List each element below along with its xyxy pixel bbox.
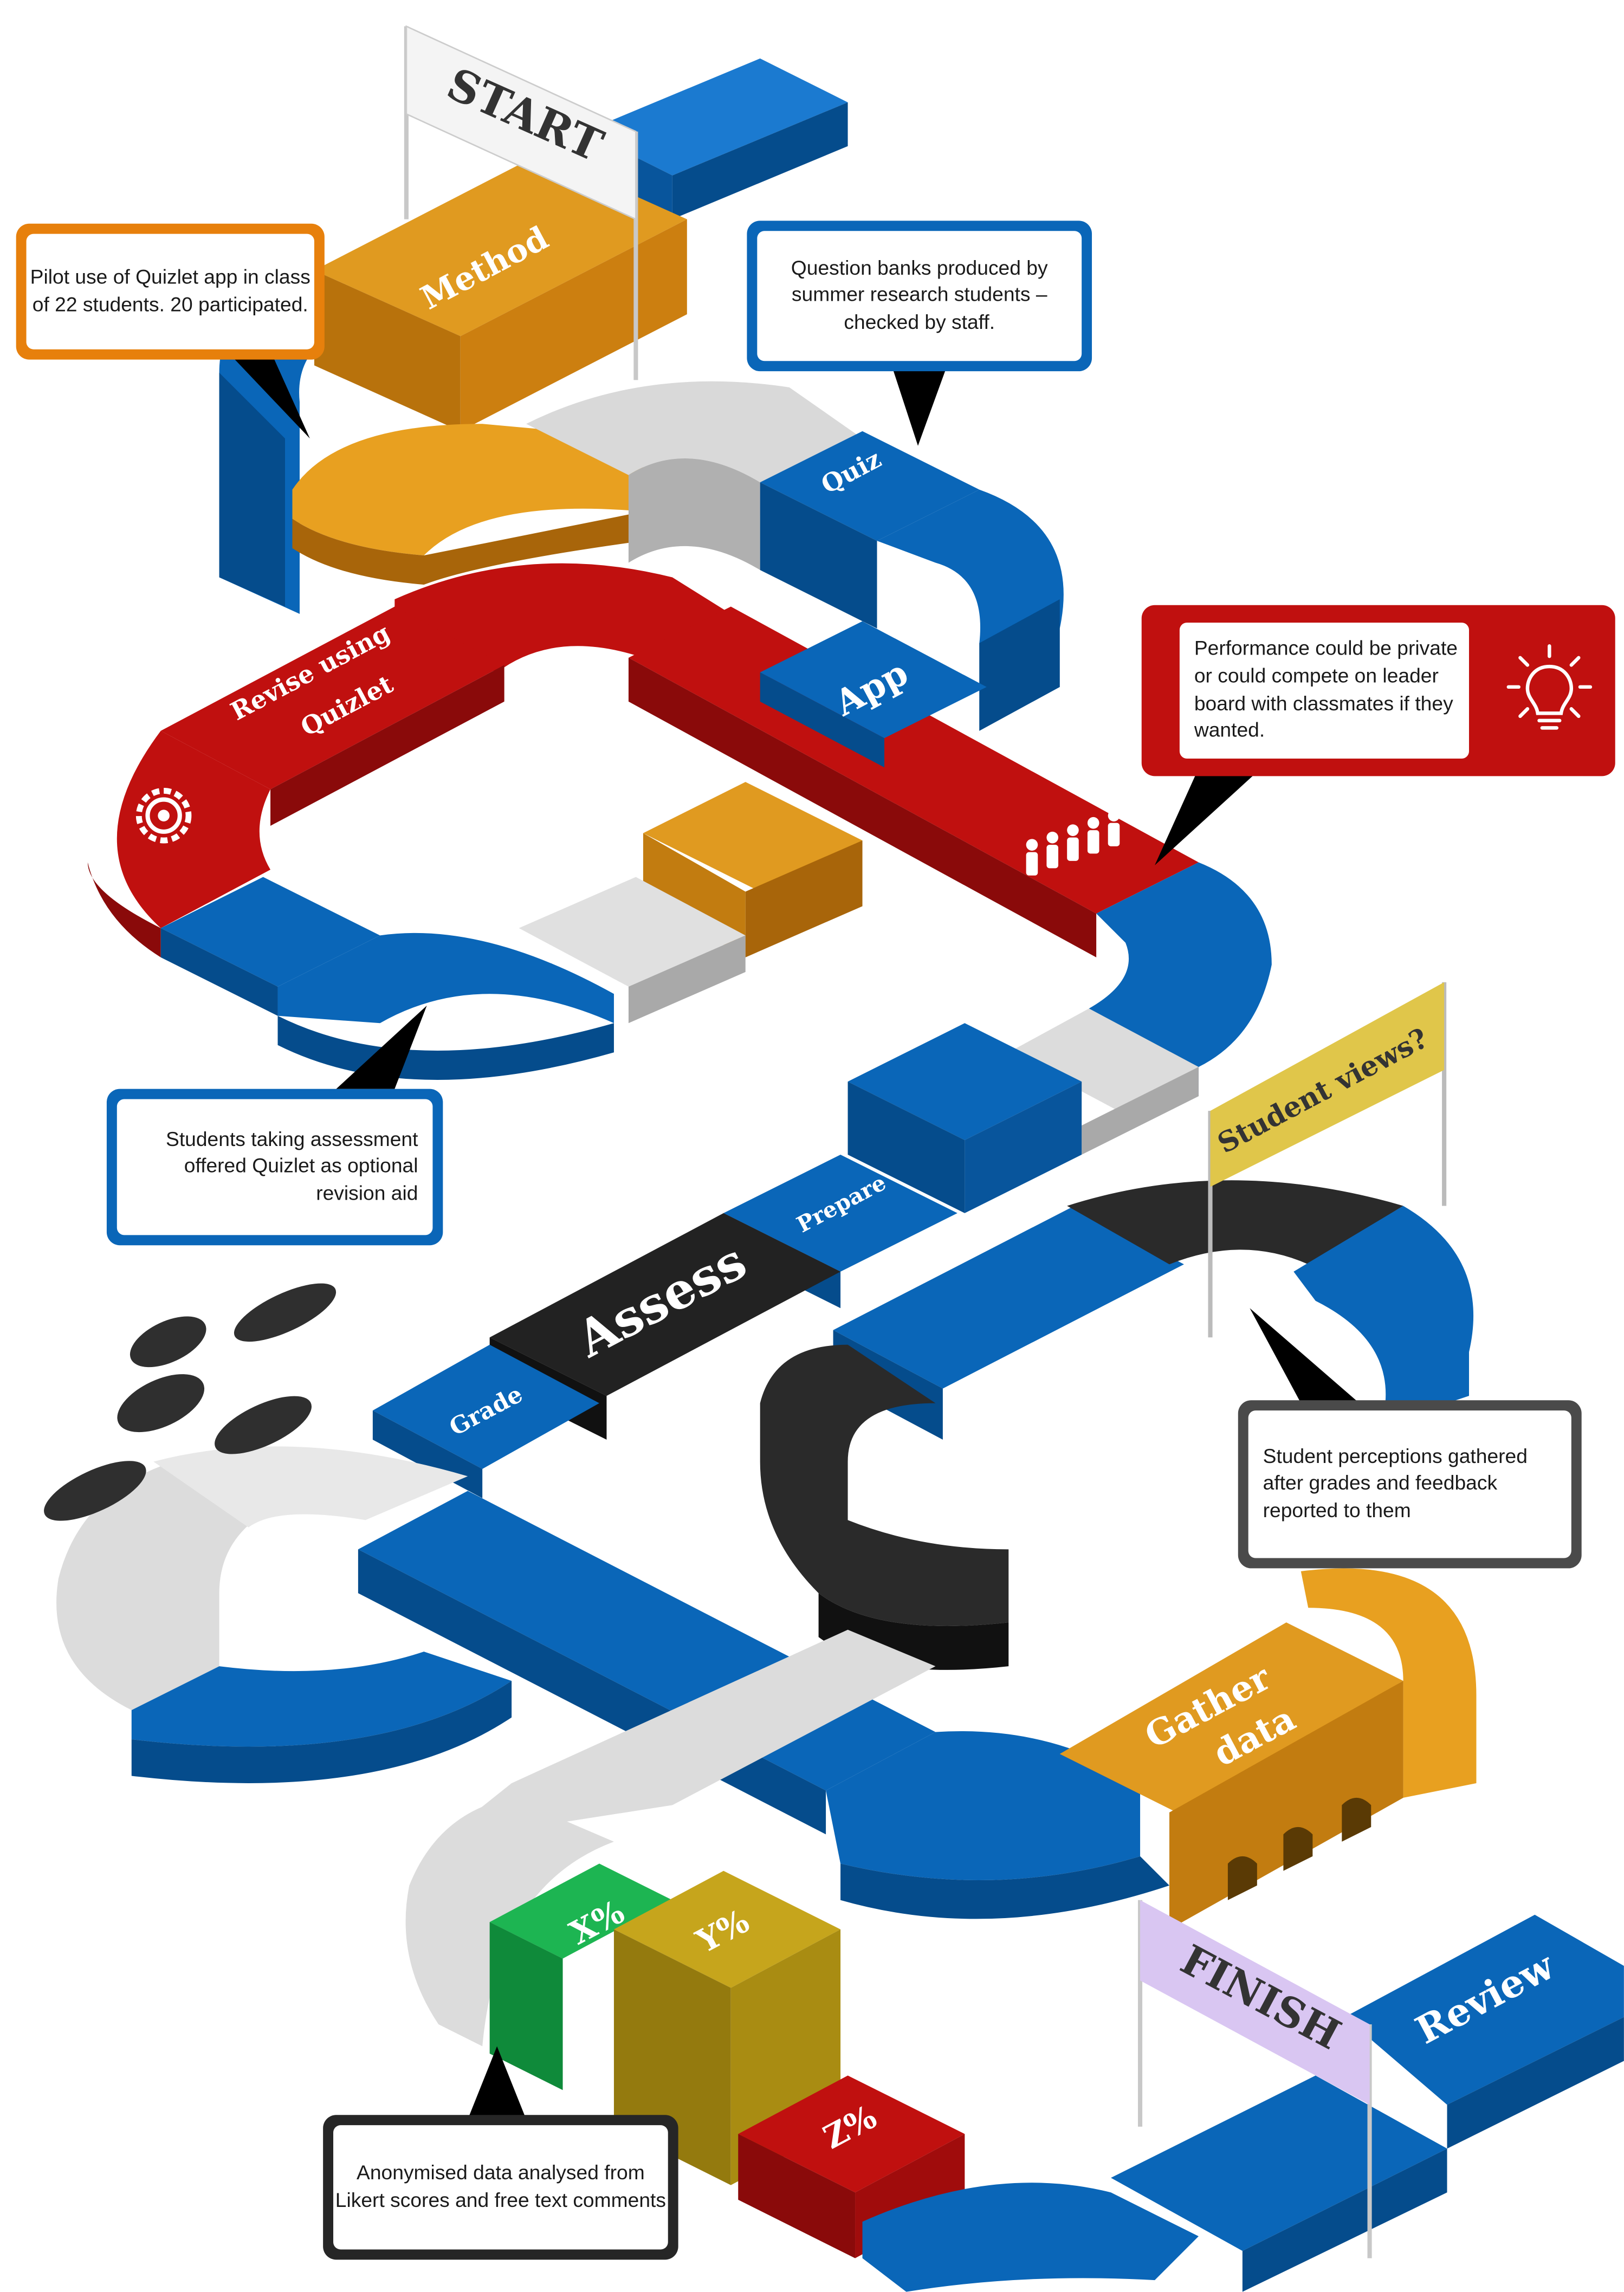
blue-tile-left-1-side: [160, 928, 278, 1016]
z-cube-front: [738, 2134, 856, 2258]
callout-pilot-text: Pilot use of Quizlet app in class of 22 …: [26, 234, 314, 349]
blue-cube-front: [847, 1082, 965, 1213]
blue-arc-top-right: [1293, 1206, 1474, 1426]
grey-ring-top: [153, 1446, 468, 1527]
app-tile-front: [760, 672, 884, 768]
finish-tile-top: [1111, 2075, 1447, 2251]
revise-tile-top: [160, 606, 504, 789]
red-arc-left-side: [87, 862, 161, 957]
gather-arches: [1227, 1797, 1371, 1900]
quiz-tile-top: [760, 431, 980, 541]
finish-tile-side: [1242, 2148, 1447, 2292]
callout-anonymised: Anonymised data analysed from Likert sco…: [323, 2115, 678, 2260]
pointer-perceptions: [1250, 1308, 1360, 1403]
people-icon: [1026, 810, 1120, 876]
blue-cube-side: [965, 1082, 1082, 1213]
callout-question-banks: Question banks produced by summer resear…: [747, 221, 1092, 372]
finish-flag: [1140, 1900, 1370, 2105]
grade-tile-top: [372, 1344, 599, 1469]
orange-arc: [292, 424, 643, 556]
start-flag: [405, 25, 637, 221]
blue-diagonal-upper: [833, 1206, 1184, 1389]
blue-arc-bottom: [862, 2183, 1199, 2292]
lightbulb-icon: [1506, 644, 1593, 730]
method-tile-front: [314, 270, 461, 431]
black-s-curve: [760, 1344, 1009, 1626]
blue-arc-bottom-ring: [131, 1652, 512, 1747]
x-cube-top: [489, 1863, 672, 1959]
grey-tile-mid-right: [1008, 1008, 1199, 1111]
y-cube-top: [613, 1870, 841, 1988]
review-tile-top: [1344, 1914, 1624, 2105]
callout-performance-text: Performance could be private or could co…: [1179, 623, 1469, 759]
orange-arc-right: [1301, 1568, 1477, 1798]
callout-students-taking: Students taking assessment offered Quizl…: [106, 1089, 443, 1246]
callout-performance: Performance could be private or could co…: [1141, 605, 1615, 776]
review-tile-side: [1447, 2017, 1624, 2149]
grey-cube-top: [519, 877, 746, 987]
red-diagonal-front: [628, 657, 1097, 957]
student-views-flag: [1210, 982, 1445, 1187]
callout-perceptions: Student perceptions gathered after grade…: [1238, 1400, 1582, 1569]
orange-cube-top: [643, 782, 863, 892]
grey-cube-side: [628, 935, 746, 1024]
blue-arc-bottom-left-side: [277, 1015, 614, 1080]
callout-pilot: Pilot use of Quizlet app in class of 22 …: [16, 223, 325, 360]
red-arc-top: [394, 563, 731, 672]
cloud-icon: [44, 1283, 337, 1521]
callout-perceptions-text: Student perceptions gathered after grade…: [1248, 1410, 1571, 1558]
orange-cube-side: [745, 840, 863, 957]
grey-arc-inner: [628, 458, 760, 571]
blue-tile-left-1: [160, 877, 380, 987]
quiz-tile-front: [760, 482, 877, 629]
blue-arc-bottom-mid: [826, 1731, 1141, 1880]
app-tile-top: [760, 621, 987, 739]
pointer-anonymised: [468, 2046, 527, 2120]
red-arc-left: [117, 730, 271, 928]
orange-arc-side: [292, 512, 643, 585]
grey-tile-mid-right-side: [1082, 1067, 1199, 1155]
grey-strip-lower: [438, 1629, 936, 1842]
x-cube-front: [489, 1922, 563, 2090]
blue-arc-bottom-mid-side: [840, 1856, 1169, 1919]
gather-tile-side: [1169, 1681, 1403, 1930]
gather-tile-top: [1059, 1622, 1403, 1812]
grey-ring-left: [56, 1447, 351, 1711]
assess-tile-top: [489, 1213, 841, 1396]
gear-icon: [135, 787, 192, 844]
start-tile-top: [585, 58, 848, 176]
blue-arc-bottom-ring-side: [131, 1681, 512, 1783]
callout-question-banks-text: Question banks produced by summer resear…: [757, 231, 1082, 361]
blue-arc-mid-right: [1089, 862, 1272, 1067]
revise-tile-side: [270, 665, 504, 826]
pointer-question-banks: [891, 365, 947, 446]
black-arc-top: [1067, 1180, 1403, 1265]
z-cube-top: [738, 2075, 965, 2193]
blue-arc-top-left-side: [219, 372, 286, 607]
callout-students-taking-text: Students taking assessment offered Quizl…: [117, 1099, 433, 1235]
grey-arc-top: [526, 381, 863, 483]
blue-arc-bottom-left: [277, 933, 614, 1024]
start-tile-side: [672, 102, 848, 219]
method-tile-side: [460, 219, 687, 431]
callout-anonymised-text: Anonymised data analysed from Likert sco…: [333, 2125, 668, 2250]
